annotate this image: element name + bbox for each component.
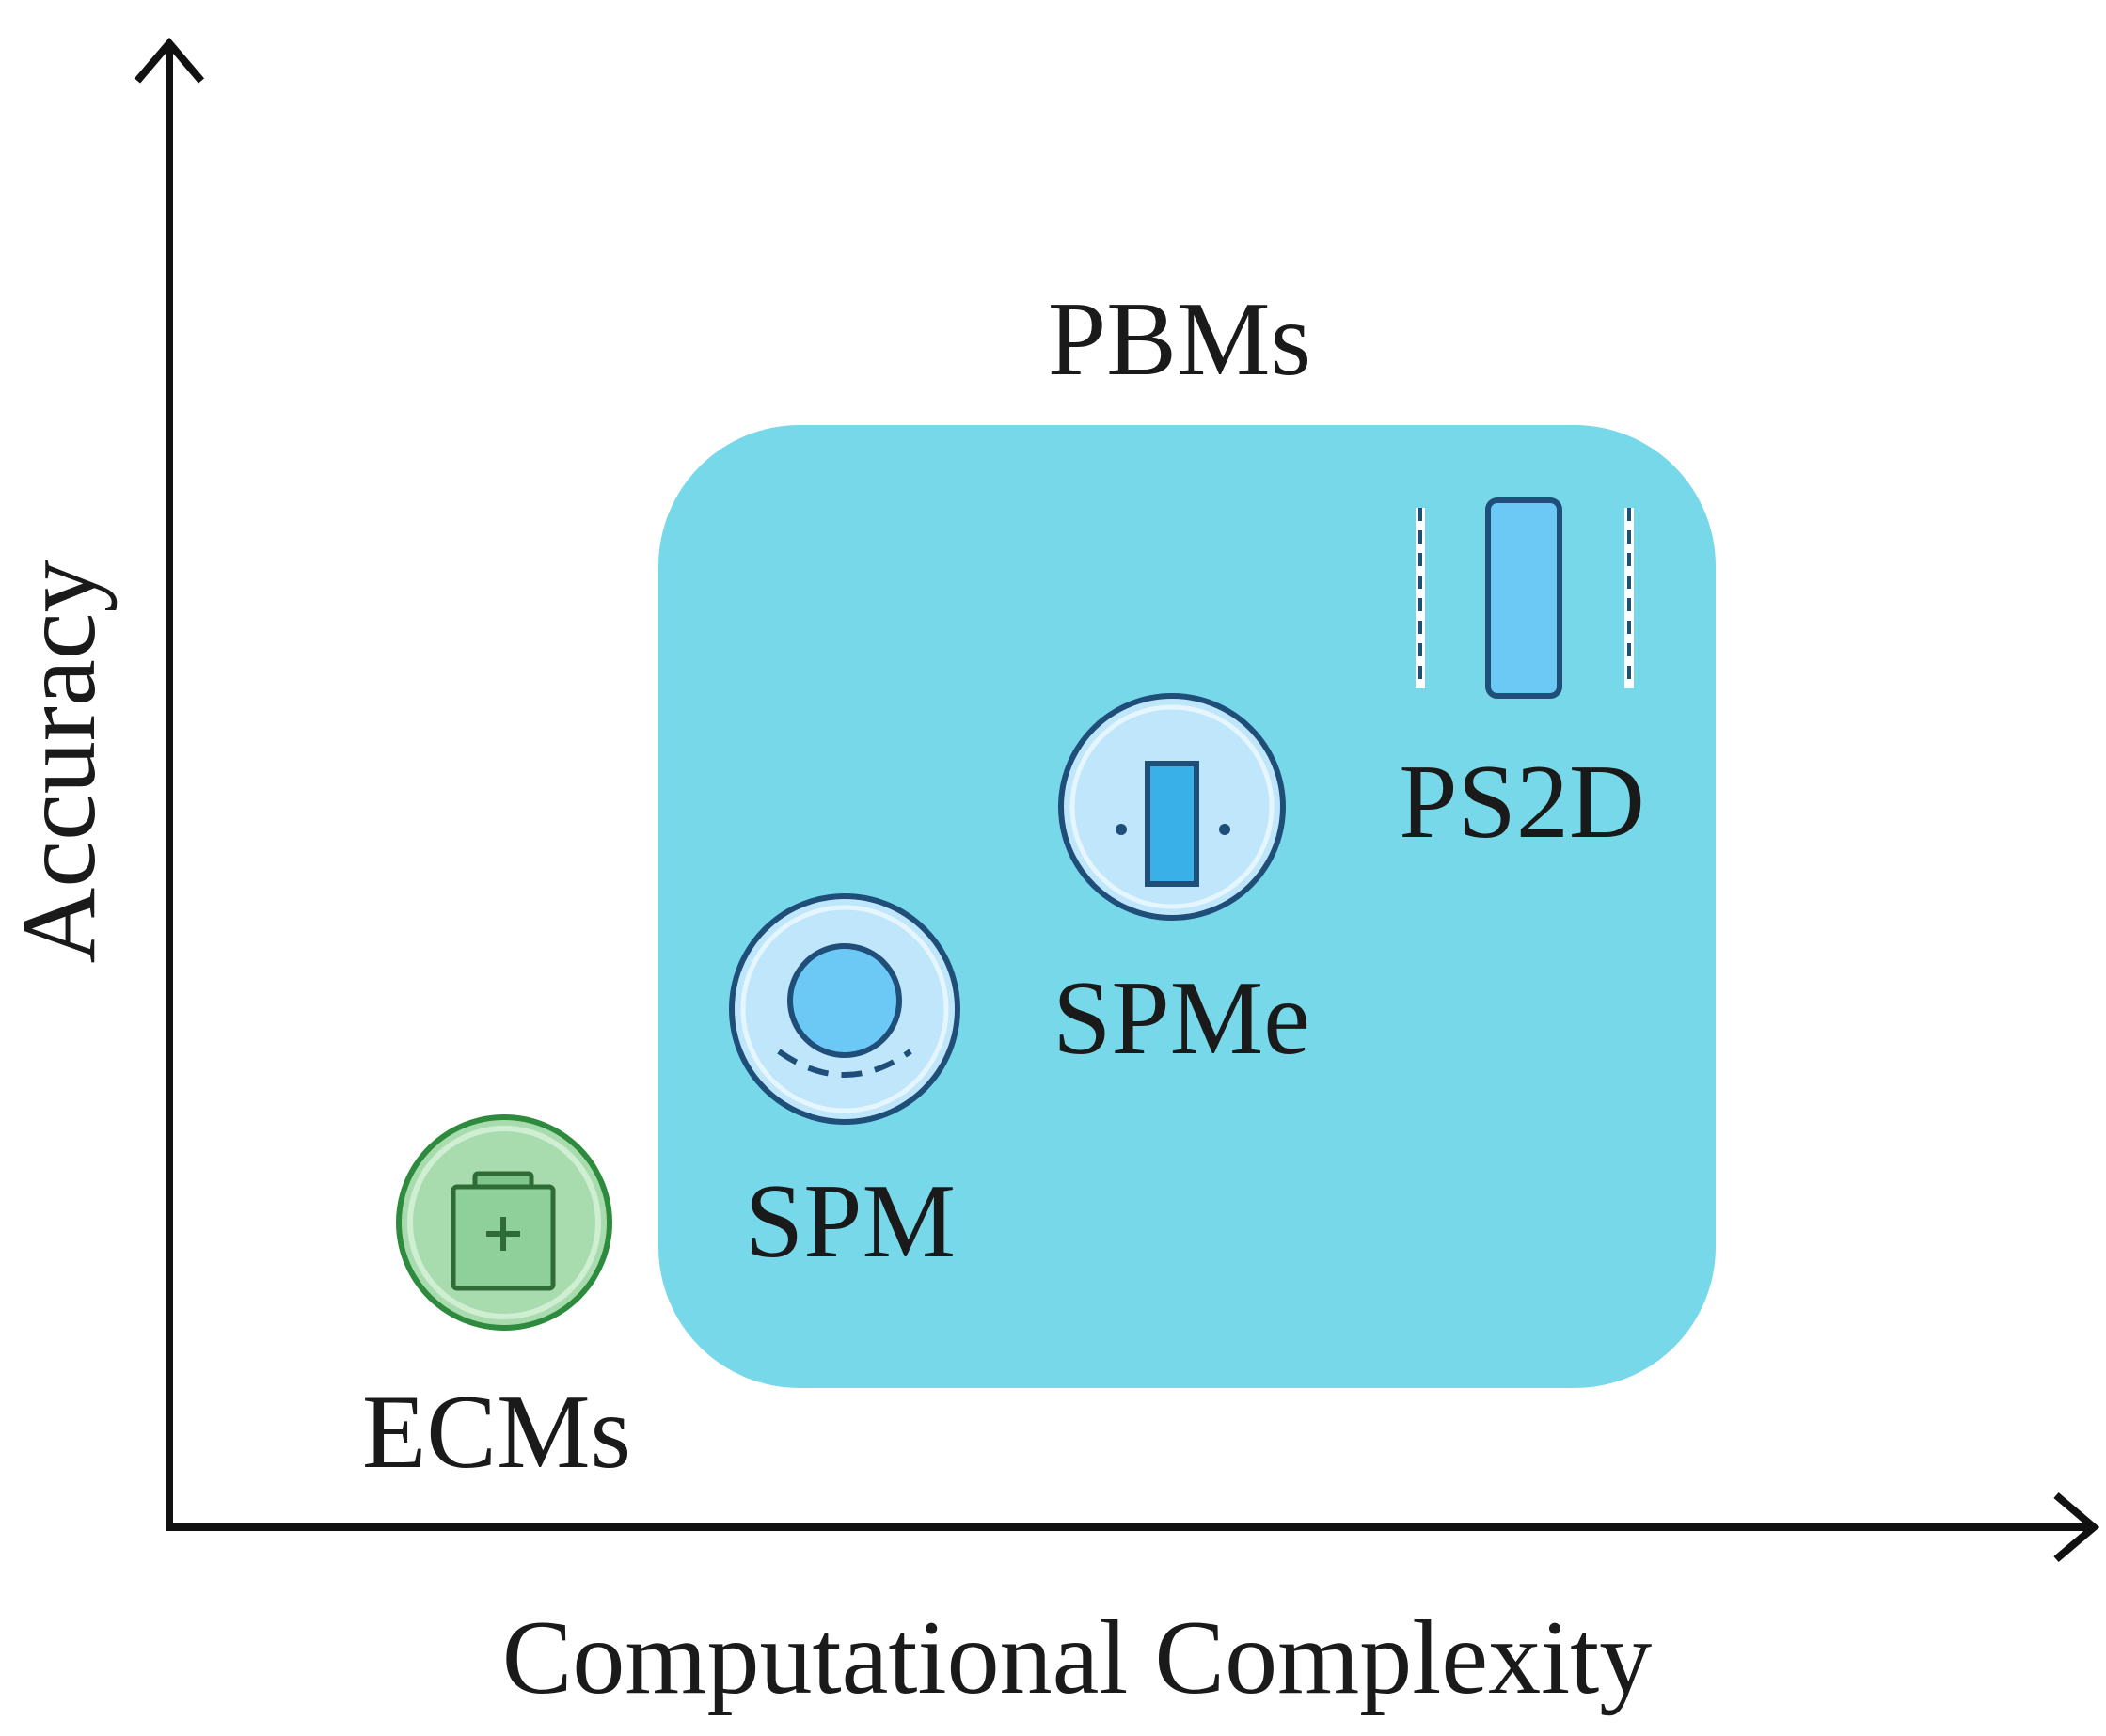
spme-particle-icon [1058,693,1286,921]
spm-label: SPM [745,1163,956,1280]
pbms-label: PBMs [1048,281,1311,398]
ps2d-label: PS2D [1399,744,1644,860]
spme-label: SPMe [1053,960,1310,1077]
spm-particle-icon [729,893,960,1125]
x-axis-label: Computational Complexity [502,1600,1653,1716]
x-axis-arrowhead [2053,1491,2100,1563]
ps2d-particle-icon [1416,497,1634,699]
ecm-battery-icon [396,1114,612,1331]
axes [134,37,2100,1563]
ecms-label: ECMs [362,1374,631,1491]
y-axis-arrowhead [134,37,205,84]
y-axis-label: Accuracy [1,560,118,963]
